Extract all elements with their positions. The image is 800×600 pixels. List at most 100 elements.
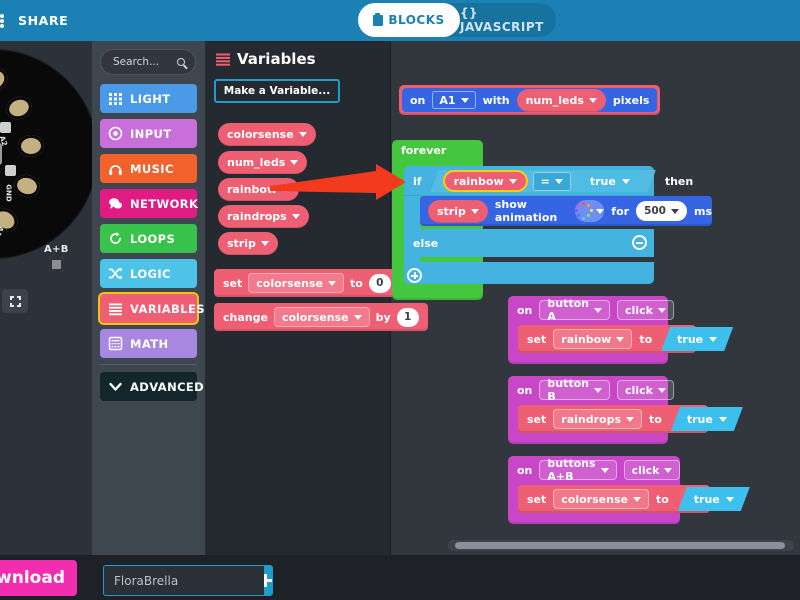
chevron-down-icon[interactable] xyxy=(291,214,300,219)
chevron-down-icon[interactable] xyxy=(470,208,479,214)
chevron-down-icon[interactable] xyxy=(555,179,563,184)
set-variable-field[interactable]: raindrops xyxy=(553,409,643,429)
workspace-hscrollbar-thumb[interactable] xyxy=(455,542,785,549)
tab-blocks[interactable]: BLOCKS xyxy=(358,3,460,37)
chevron-down-icon[interactable] xyxy=(616,336,625,342)
boolean-true-block[interactable]: true xyxy=(661,327,733,351)
event-type-field[interactable]: click xyxy=(617,300,674,320)
circuit-playground-board[interactable]: A3 A2 GND A1 VOUT OUT xyxy=(0,49,92,259)
save-button[interactable] xyxy=(264,566,272,595)
chevron-down-icon[interactable] xyxy=(327,280,336,286)
comparison-expression[interactable]: rainbow = true xyxy=(431,170,656,192)
num-leds-variable[interactable]: num_leds xyxy=(516,88,606,112)
set-variable-field[interactable]: rainbow xyxy=(553,329,633,349)
share-button[interactable]: SHARE xyxy=(0,7,78,34)
else-bar[interactable]: else xyxy=(404,229,654,257)
show-animation-block[interactable]: strip show animation for 500 ms xyxy=(420,196,712,226)
chevron-down-icon[interactable] xyxy=(282,187,291,192)
toolbox-category-variables[interactable]: VARIABLES xyxy=(100,294,204,323)
ab-button[interactable] xyxy=(49,257,64,272)
search-input[interactable]: Search... xyxy=(100,49,196,75)
boolean-true-block[interactable]: true xyxy=(671,407,743,431)
animation-picker[interactable] xyxy=(575,200,605,222)
fullscreen-button[interactable] xyxy=(2,289,28,313)
toolbox-category-input[interactable]: INPUT xyxy=(100,119,197,148)
toolbox-category-math[interactable]: MATH xyxy=(100,329,197,358)
chevron-down-icon[interactable] xyxy=(719,417,727,422)
flyout-variable-strip[interactable]: strip xyxy=(218,232,278,255)
chevron-down-icon[interactable] xyxy=(588,97,597,103)
toolbox-category-music[interactable]: MUSIC xyxy=(100,154,197,183)
download-button[interactable]: Download xyxy=(0,560,77,596)
project-name-input[interactable] xyxy=(104,566,264,595)
pad[interactable] xyxy=(3,93,35,123)
flyout-variable-num-leds[interactable]: num_leds xyxy=(218,151,308,174)
chevron-down-icon[interactable] xyxy=(670,208,679,214)
flyout-change-variable-block[interactable]: change colorsense by 1 xyxy=(214,303,428,331)
chevron-down-icon[interactable] xyxy=(664,467,673,473)
flyout-variable-rainbow[interactable]: rainbow xyxy=(218,178,300,201)
toolbox-category-input-label: INPUT xyxy=(130,126,172,141)
chevron-down-icon[interactable] xyxy=(657,307,666,313)
plus-circle-icon[interactable] xyxy=(407,268,422,283)
chevron-down-icon[interactable] xyxy=(298,132,307,137)
event-source-value: button B xyxy=(547,377,590,403)
flyout-variable-colorsense[interactable]: colorsense xyxy=(218,123,316,146)
chevron-down-icon[interactable] xyxy=(600,467,609,473)
toolbox-category-advanced[interactable]: ADVANCED xyxy=(100,372,204,401)
refresh-icon xyxy=(110,232,121,244)
chevron-down-icon[interactable] xyxy=(632,496,641,502)
event-type-field[interactable]: click xyxy=(623,460,681,480)
tab-javascript[interactable]: {} JAVASCRIPT xyxy=(460,3,556,37)
set-block-colorsense[interactable]: set colorsense to true xyxy=(518,485,710,513)
set-variable-field[interactable]: colorsense xyxy=(553,489,649,509)
chevron-down-icon[interactable] xyxy=(460,97,469,103)
chevron-down-icon[interactable] xyxy=(596,208,605,214)
boolean-true-block[interactable]: true xyxy=(678,487,750,511)
set-block-rainbow[interactable]: set rainbow to true xyxy=(518,325,696,353)
neopixel xyxy=(5,165,16,176)
pin-field[interactable]: A1 xyxy=(432,91,476,109)
minus-circle-icon[interactable] xyxy=(632,235,647,250)
chevron-down-icon[interactable] xyxy=(260,241,269,246)
event-source-field[interactable]: button B xyxy=(539,377,611,403)
toolbox-category-loops[interactable]: LOOPS xyxy=(100,224,197,253)
event-source-field[interactable]: buttons A+B xyxy=(539,457,617,483)
event-source-field[interactable]: button A xyxy=(539,297,611,323)
create-strip-block[interactable]: on A1 with num_leds pixels xyxy=(399,85,661,115)
make-a-variable-button[interactable]: Make a Variable... xyxy=(214,79,340,103)
chevron-down-icon[interactable] xyxy=(509,179,517,184)
toolbox-category-logic-label: LOGIC xyxy=(130,266,171,281)
strip-variable[interactable]: strip xyxy=(428,199,488,223)
set-value-field[interactable]: 0 xyxy=(368,273,391,293)
tab-blocks-label: BLOCKS xyxy=(388,13,445,27)
chevron-down-icon[interactable] xyxy=(594,307,603,313)
pixels-label: pixels xyxy=(612,93,650,107)
operator-field[interactable]: = xyxy=(533,172,571,191)
pad[interactable] xyxy=(0,63,13,97)
chevron-down-icon[interactable] xyxy=(657,387,666,393)
rainbow-variable-selected[interactable]: rainbow xyxy=(443,170,528,192)
chevron-down-icon[interactable] xyxy=(594,387,603,393)
chevron-down-icon[interactable] xyxy=(353,314,362,320)
toolbox-category-logic[interactable]: LOGIC xyxy=(100,259,197,288)
toolbox-category-network[interactable]: NETWORK xyxy=(100,189,198,218)
if-block[interactable]: if rainbow = true then xyxy=(404,166,693,196)
to-label: to xyxy=(649,412,662,426)
chevron-down-icon[interactable] xyxy=(626,416,635,422)
target-icon xyxy=(108,126,123,141)
boolean-true-block[interactable]: true xyxy=(576,170,644,192)
flyout-set-variable-block[interactable]: set colorsense to 0 xyxy=(214,269,400,297)
chevron-down-icon[interactable] xyxy=(622,179,630,184)
pad[interactable] xyxy=(11,172,43,200)
flyout-variable-raindrops[interactable]: raindrops xyxy=(218,205,309,228)
pad[interactable] xyxy=(17,134,45,158)
chevron-down-icon[interactable] xyxy=(726,497,734,502)
chevron-down-icon[interactable] xyxy=(709,337,717,342)
event-type-field[interactable]: click xyxy=(617,380,674,400)
chevron-down-icon[interactable] xyxy=(290,160,299,165)
duration-field[interactable]: 500 xyxy=(636,201,687,221)
change-value-field[interactable]: 1 xyxy=(396,307,419,327)
set-block-raindrops[interactable]: set raindrops to true xyxy=(518,405,708,433)
toolbox-category-light[interactable]: LIGHT xyxy=(100,84,197,113)
